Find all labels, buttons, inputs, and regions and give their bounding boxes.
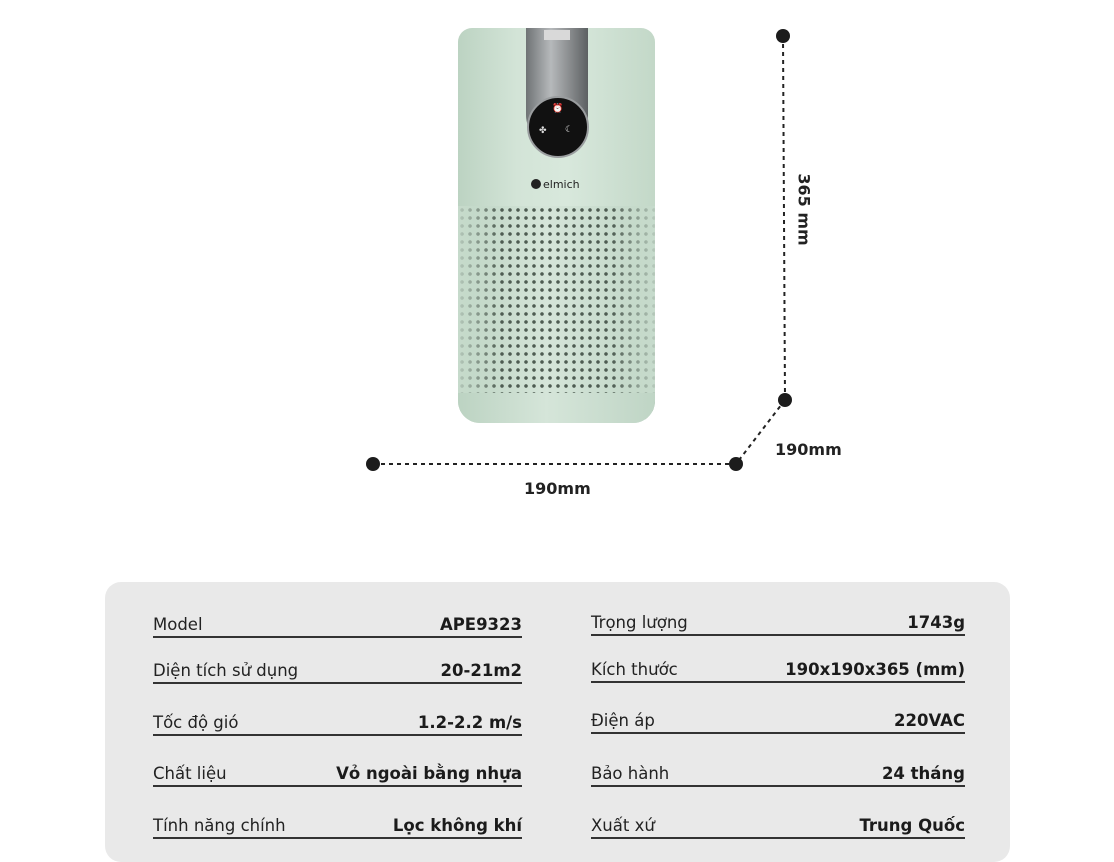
spec-label: Model bbox=[153, 615, 203, 634]
height-line bbox=[782, 35, 786, 401]
height-label: 365 mm bbox=[794, 173, 814, 246]
spec-value: 190x190x365 (mm) bbox=[785, 660, 965, 679]
spec-value: 1.2-2.2 m/s bbox=[417, 713, 522, 732]
alarm-icon: ⏰ bbox=[552, 104, 564, 114]
spec-value: 1743g bbox=[907, 613, 965, 632]
spec-row: Trọng lượng 1743g bbox=[591, 602, 965, 636]
spec-label: Xuất xứ bbox=[591, 816, 655, 835]
spec-label: Điện áp bbox=[591, 711, 655, 730]
spec-label: Bảo hành bbox=[591, 764, 670, 783]
dimension-lines bbox=[373, 35, 786, 465]
spec-value: 220VAC bbox=[894, 711, 965, 730]
spec-row: Bảo hành 24 tháng bbox=[591, 753, 965, 787]
spec-label: Tính năng chính bbox=[153, 816, 286, 835]
spec-label: Diện tích sử dụng bbox=[153, 661, 299, 680]
spec-row: Tính năng chính Lọc không khí bbox=[153, 805, 522, 839]
spec-row: Chất liệu Vỏ ngoài bằng nhựa bbox=[153, 753, 522, 787]
brand-logo-text: elmich bbox=[543, 178, 580, 191]
spec-value: Trung Quốc bbox=[859, 816, 965, 835]
spec-row: Diện tích sử dụng 20-21m2 bbox=[153, 650, 522, 684]
spec-label: Chất liệu bbox=[153, 764, 227, 783]
spec-row: Kích thước 190x190x365 (mm) bbox=[591, 649, 965, 683]
depth-line bbox=[735, 399, 786, 465]
purifier-base bbox=[458, 393, 655, 423]
spec-row: Điện áp 220VAC bbox=[591, 700, 965, 734]
air-purifier-image: ⏰ ✤ ☾ elmich bbox=[458, 28, 655, 423]
spec-row: Model APE9323 bbox=[153, 604, 522, 638]
dimension-dot bbox=[366, 457, 380, 471]
spec-table: Model APE9323 Diện tích sử dụng 20-21m2 Tố… bbox=[105, 582, 1010, 862]
spec-row: Tốc độ gió 1.2-2.2 m/s bbox=[153, 702, 522, 736]
control-panel: ⏰ ✤ ☾ bbox=[527, 96, 589, 158]
grille-shading bbox=[458, 206, 655, 423]
dimension-dot bbox=[776, 29, 790, 43]
dimension-dot bbox=[729, 457, 743, 471]
brand-logo: elmich bbox=[531, 178, 580, 191]
spec-value: APE9323 bbox=[439, 615, 522, 634]
purifier-knob bbox=[544, 30, 570, 40]
width-label: 190mm bbox=[524, 479, 591, 498]
spec-value: 24 tháng bbox=[881, 764, 965, 783]
fan-icon: ✤ bbox=[539, 126, 547, 136]
spec-label: Trọng lượng bbox=[591, 613, 688, 632]
spec-label: Tốc độ gió bbox=[153, 713, 239, 732]
spec-value: 20-21m2 bbox=[440, 661, 522, 680]
spec-value: Lọc không khí bbox=[392, 816, 522, 835]
spec-row: Xuất xứ Trung Quốc bbox=[591, 805, 965, 839]
depth-label: 190mm bbox=[775, 440, 842, 459]
spec-label: Kích thước bbox=[591, 660, 678, 679]
moon-icon: ☾ bbox=[565, 125, 574, 135]
dimension-dot bbox=[778, 393, 792, 407]
spec-value: Vỏ ngoài bằng nhựa bbox=[336, 764, 522, 783]
